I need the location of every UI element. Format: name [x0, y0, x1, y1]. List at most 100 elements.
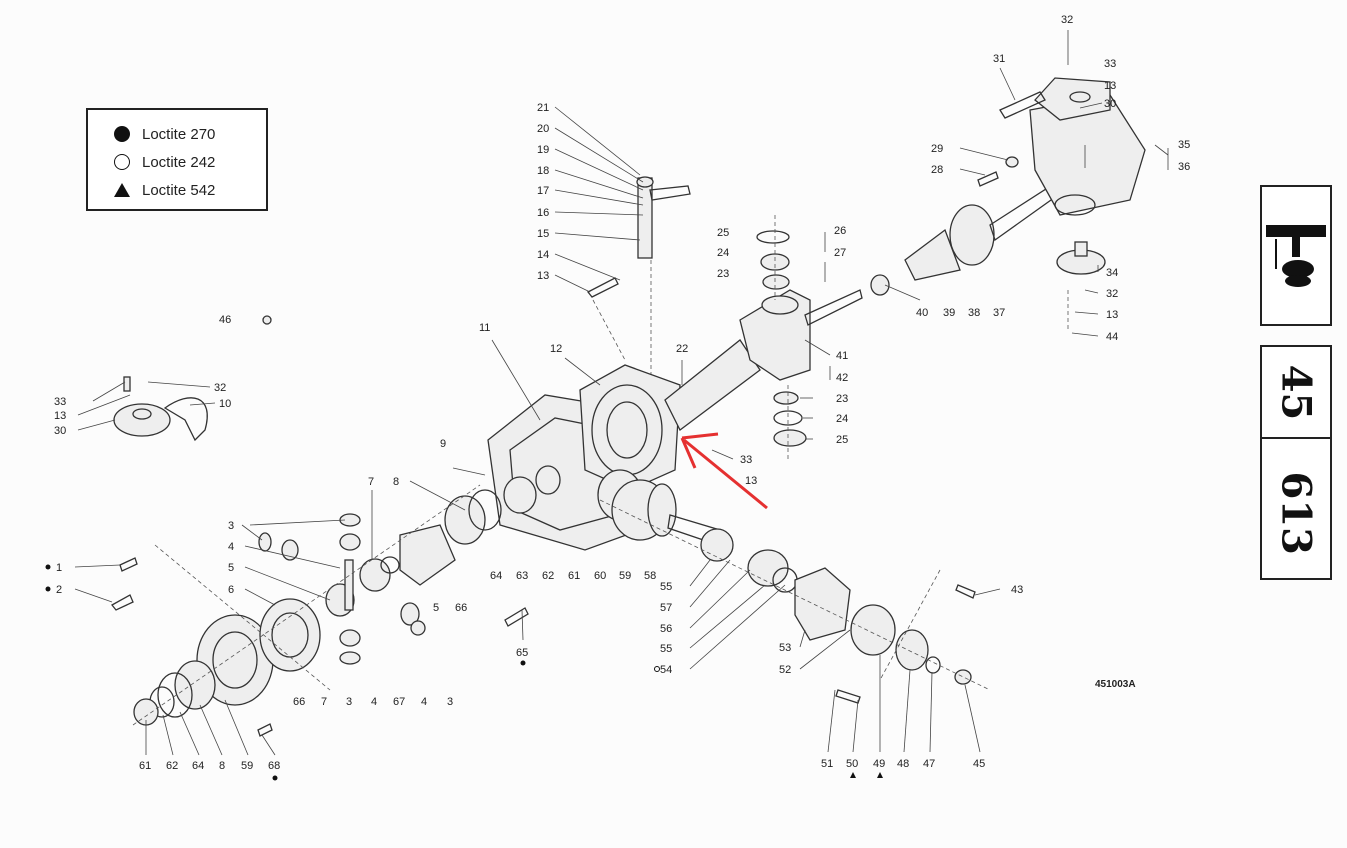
callout: 55 [660, 643, 672, 655]
callout: 5 [228, 562, 234, 574]
callout: 41 [836, 350, 848, 362]
leader-lines [74, 30, 1169, 756]
callout: 64 [490, 570, 502, 582]
callout: 8 [219, 760, 225, 772]
callout: 65 [516, 647, 528, 659]
callout: 48 [897, 758, 909, 770]
callout: 10 [219, 398, 231, 410]
callout: 12 [550, 343, 562, 355]
callout: 4 [371, 696, 377, 708]
callout: 7 [321, 696, 327, 708]
tab-divider [1262, 437, 1330, 439]
callout: 21 [537, 102, 549, 114]
callout: 23 [717, 268, 729, 280]
callout: 49 [873, 758, 885, 770]
callout: 38 [968, 307, 980, 319]
callout: 57 [660, 602, 672, 614]
callout: 2 [56, 584, 62, 596]
callout: 61 [139, 760, 151, 772]
callout: 40 [916, 307, 928, 319]
callout: 32 [214, 382, 226, 394]
callout: 34 [1106, 267, 1118, 279]
legend-label: Loctite 270 [142, 125, 216, 143]
callout: 24 [717, 247, 729, 259]
callout: 20 [537, 123, 549, 135]
callout: 43 [1011, 584, 1023, 596]
callout: 13 [1104, 80, 1116, 92]
legend-label: Loctite 542 [142, 181, 216, 199]
differential-gears [111, 465, 561, 737]
steering-arm-left [113, 315, 272, 442]
callout: 35 [1178, 139, 1190, 151]
callout: 19 [537, 144, 549, 156]
steering-arm-assembly [586, 176, 691, 380]
callout: 33 [740, 454, 752, 466]
callout: 9 [440, 438, 446, 450]
callout: 42 [836, 372, 848, 384]
callout: 64 [192, 760, 204, 772]
callout: 66 [293, 696, 305, 708]
callout: 62 [542, 570, 554, 582]
callout: 13 [54, 410, 66, 422]
callout: 13 [537, 270, 549, 282]
callout: 4 [421, 696, 427, 708]
callout: 67 [393, 696, 405, 708]
callout: 55 [660, 581, 672, 593]
callout: 3 [346, 696, 352, 708]
legend-item: Loctite 542 [114, 176, 266, 204]
loctite-legend: Loctite 270 Loctite 242 Loctite 542 [86, 108, 268, 211]
section-icon-tab [1260, 185, 1332, 326]
callout: 62 [166, 760, 178, 772]
legend-item: Loctite 270 [114, 120, 266, 148]
callout: 28 [931, 164, 943, 176]
filled-circle-icon [114, 126, 130, 142]
callout: 53 [779, 642, 791, 654]
callout: 7 [368, 476, 374, 488]
callout: 32 [1106, 288, 1118, 300]
filled-triangle-icon [114, 183, 130, 197]
legend-item: Loctite 242 [114, 148, 266, 176]
callout: 66 [455, 602, 467, 614]
callout: 56 [660, 623, 672, 635]
legend-label: Loctite 242 [142, 153, 216, 171]
callout: 15 [537, 228, 549, 240]
callout: 3 [228, 520, 234, 532]
callout: 8 [393, 476, 399, 488]
callout-labels: 21 20 19 18 17 16 15 14 13 46 11 12 22 2… [54, 14, 1190, 772]
callout: 24 [836, 413, 848, 425]
loctite-markers [45, 564, 883, 781]
callout: 54 [660, 664, 672, 676]
callout: 18 [537, 165, 549, 177]
callout: 61 [568, 570, 580, 582]
callout: 26 [834, 225, 846, 237]
callout: 31 [993, 53, 1005, 65]
callout: 51 [821, 758, 833, 770]
callout: 33 [1104, 58, 1116, 70]
callout: 39 [943, 307, 955, 319]
open-circle-icon [114, 154, 130, 170]
callout: 58 [644, 570, 656, 582]
output-shaft-stack [599, 483, 991, 704]
callout: 59 [241, 760, 253, 772]
drive-shaft-joint [870, 77, 1146, 330]
callout: 23 [836, 393, 848, 405]
callout: 14 [537, 249, 549, 261]
callout: 13 [1106, 309, 1118, 321]
callout: 30 [1104, 98, 1116, 110]
callout: 3 [447, 696, 453, 708]
callout: 5 [433, 602, 439, 614]
callout: 13 [745, 475, 757, 487]
callout: 17 [537, 185, 549, 197]
callout: 44 [1106, 331, 1118, 343]
callout: 27 [834, 247, 846, 259]
red-annotation-arrow [680, 432, 768, 510]
callout: 6 [228, 584, 234, 596]
callout: 47 [923, 758, 935, 770]
callout: 25 [836, 434, 848, 446]
callout: 22 [676, 343, 688, 355]
callout: 30 [54, 425, 66, 437]
callout: 50 [846, 758, 858, 770]
callout: 32 [1061, 14, 1073, 26]
callout: 1 [56, 562, 62, 574]
